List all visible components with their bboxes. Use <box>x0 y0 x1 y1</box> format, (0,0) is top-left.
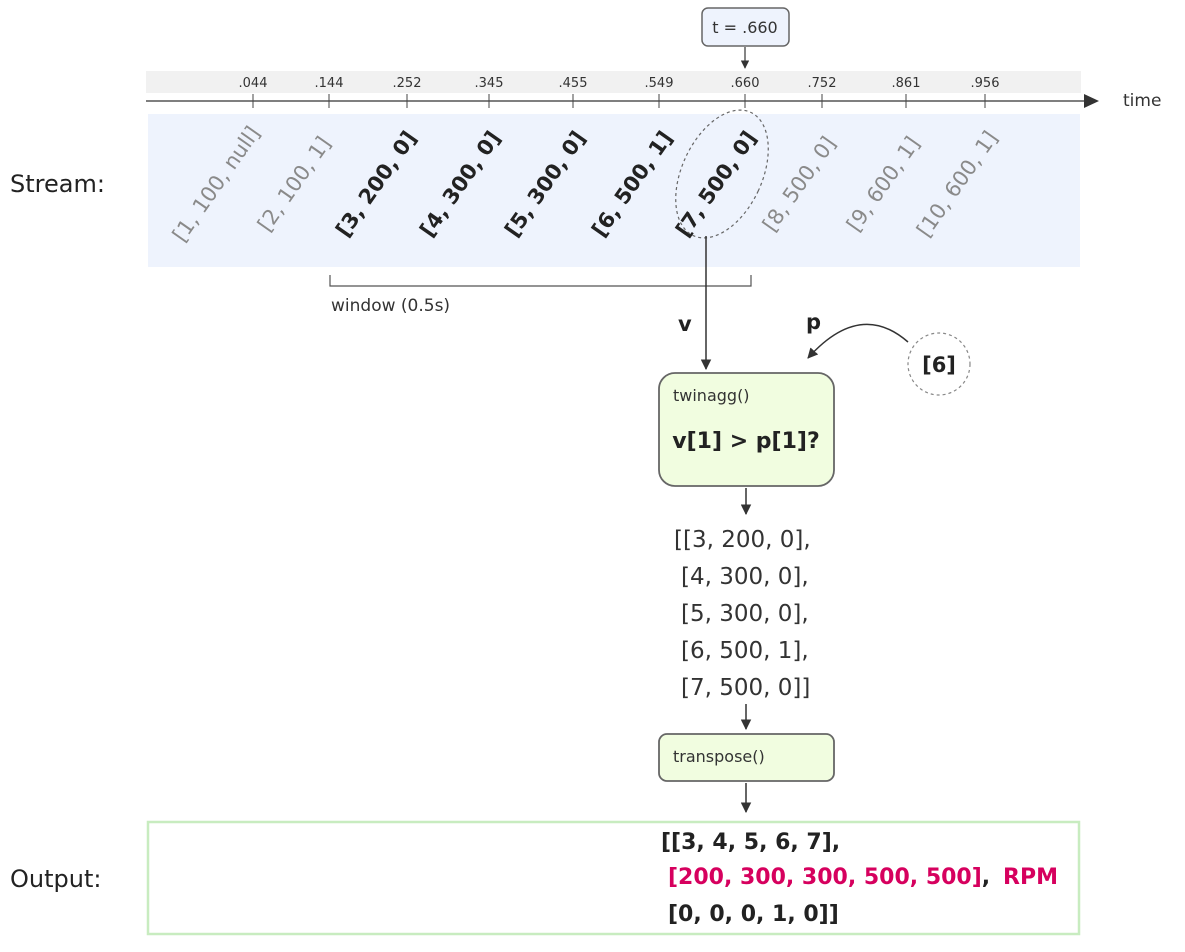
output-line-2: [200, 300, 300, 500, 500], <box>668 865 990 890</box>
cursor-box <box>701 7 790 47</box>
window-label: window (0.5s) <box>331 296 450 316</box>
p-edge-label: p <box>806 310 821 334</box>
p-input-value: [6] <box>922 353 956 377</box>
stream-band <box>148 114 1080 267</box>
intermediate-line-2: [4, 300, 0], <box>681 564 809 590</box>
cursor-label: t = .660 <box>712 18 777 37</box>
twinagg-title: twinagg() <box>673 386 750 405</box>
window-bracket <box>329 275 752 287</box>
intermediate-line-3: [5, 300, 0], <box>681 601 809 627</box>
twinagg-expression: v[1] > p[1]? <box>672 429 819 454</box>
axis-tick-label: .144 <box>315 76 344 91</box>
v-edge-label: v <box>678 312 692 336</box>
output-rpm-annotation: RPM <box>1003 865 1058 890</box>
intermediate-line-1: [[3, 200, 0], <box>674 527 811 553</box>
p-edge <box>807 323 909 359</box>
stream-row-label: Stream: <box>10 170 105 198</box>
output-row-label: Output: <box>10 865 101 893</box>
axis-tick-label: .861 <box>892 76 921 91</box>
output-box <box>146 820 1081 936</box>
transpose-node <box>658 733 835 782</box>
output-values: [[3, 4, 5, 6, 7], [200, 300, 300, 500, 5… <box>661 830 1058 927</box>
axis-tick-label: .752 <box>808 76 837 91</box>
intermediate-line-4: [6, 500, 1], <box>681 638 809 664</box>
intermediate-list: [[3, 200, 0], [4, 300, 0], [5, 300, 0], … <box>674 527 811 701</box>
axis-tick-label: .956 <box>971 76 1000 91</box>
p-input-node <box>907 332 971 396</box>
axis-tick-label: .455 <box>559 76 588 91</box>
axis-tick-label: .660 <box>731 76 760 91</box>
time-axis-label: time <box>1123 91 1161 111</box>
output-line-1: [[3, 4, 5, 6, 7], <box>661 830 840 855</box>
current-event-highlight <box>675 109 769 239</box>
intermediate-line-5: [7, 500, 0]] <box>681 675 810 701</box>
axis-ticks: .044 .144 .252 .345 .455 .549 .660 .752 .861 .956 <box>239 76 1000 108</box>
axis-tick-label: .549 <box>645 76 674 91</box>
axis-tick-label: .252 <box>393 76 422 91</box>
twinagg-node <box>658 372 835 487</box>
output-line-2-values: [200, 300, 300, 500, 500] <box>668 865 982 890</box>
transpose-title: transpose() <box>673 747 765 766</box>
output-line-2-suffix: , <box>982 865 990 890</box>
axis-tick-label: .044 <box>239 76 268 91</box>
output-line-3: [0, 0, 0, 1, 0]] <box>668 902 839 927</box>
axis-tick-label: .345 <box>475 76 504 91</box>
axis-band <box>146 71 1081 93</box>
time-axis-arrowhead <box>1084 94 1099 108</box>
